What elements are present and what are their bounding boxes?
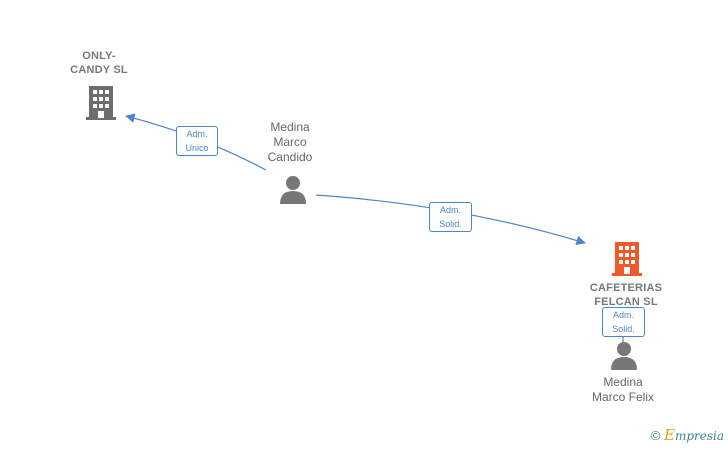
role-badge-line: Unico [185, 143, 209, 153]
company-name-line: CAFETERIAS [589, 282, 663, 294]
role-badge-line: Adm. [186, 129, 208, 139]
person-icon[interactable] [609, 340, 639, 370]
person-name-medina-marco-felix[interactable]: Medina Marco Felix [578, 375, 668, 405]
company-name-line: ONLY- [82, 50, 116, 62]
company-name-cafeterias-felcan[interactable]: CAFETERIAS FELCAN SL [574, 281, 678, 309]
person-name-medina-marco-candido[interactable]: Medina Marco Candido [250, 120, 330, 165]
person-name-line: Marco [273, 135, 307, 149]
empresia-logo-initial: E [663, 426, 675, 444]
role-badge-line: Solid. [612, 324, 635, 334]
person-icon[interactable] [278, 174, 308, 204]
company-name-only-candy[interactable]: ONLY- CANDY SL [60, 49, 138, 77]
role-badge-line: Adm. [612, 310, 634, 320]
building-icon[interactable] [610, 240, 644, 276]
person-name-line: Candido [267, 150, 313, 164]
empresia-logo-text: mpresia [674, 429, 724, 443]
company-name-line: FELCAN SL [594, 296, 658, 308]
copyright-symbol: © [650, 428, 661, 443]
empresia-watermark: © Empresia [651, 426, 724, 444]
role-badge-line: Solid. [439, 219, 462, 229]
person-name-line: Medina [603, 375, 643, 389]
role-badge-line: Adm. [439, 205, 461, 215]
company-name-line: CANDY SL [70, 64, 128, 76]
person-name-line: Marco Felix [591, 390, 654, 404]
building-icon[interactable] [84, 84, 118, 120]
person-name-line: Medina [270, 120, 310, 134]
role-badge-adm-solid: Adm. Solid. [429, 202, 472, 232]
role-badge-adm-unico: Adm. Unico [176, 126, 218, 156]
role-badge-adm-solid: Adm. Solid. [602, 307, 645, 337]
